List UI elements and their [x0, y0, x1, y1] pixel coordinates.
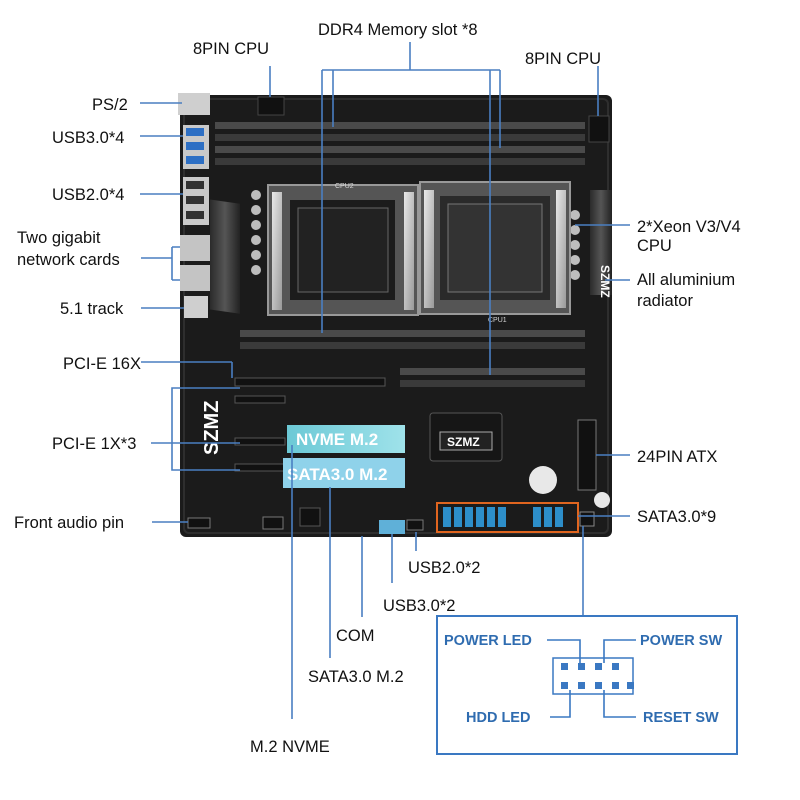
pinout-reset-sw: RESET SW [643, 710, 719, 726]
cmos-battery [529, 466, 557, 494]
label-sata-m2: SATA3.0 M.2 [308, 668, 404, 686]
cpu-8pin-right [588, 115, 610, 143]
label-usb30x2: USB3.0*2 [383, 597, 455, 615]
front-panel-pinout: POWER LED POWER SW HDD LED RESET SW [436, 615, 738, 755]
label-gigabit-line2: network cards [17, 251, 120, 269]
label-gigabit-line1: Two gigabit [17, 229, 101, 247]
cpu2-silk: CPU2 [335, 183, 354, 190]
atx-24pin [577, 419, 597, 491]
label-ddr4: DDR4 Memory slot *8 [318, 21, 478, 39]
board-brand-vertical: SZMZ [201, 401, 223, 455]
usb30-header [379, 520, 405, 534]
pinout-lines [547, 639, 636, 718]
buzzer [594, 492, 610, 508]
com-header [262, 516, 284, 530]
sata-highlight [436, 502, 579, 533]
chipset-brand: SZMZ [447, 435, 480, 449]
label-ps2: PS/2 [92, 96, 128, 114]
usb20-tongue-3 [186, 211, 204, 219]
pcie-slots [234, 377, 386, 472]
label-sata9: SATA3.0*9 [637, 508, 716, 526]
label-pcie16: PCI-E 16X [63, 355, 141, 373]
label-com: COM [336, 627, 375, 645]
usb20-tongue-1 [186, 181, 204, 189]
usb20-header [406, 519, 424, 531]
m2-nvme-slot [287, 425, 405, 453]
usb30-tongue-3 [186, 156, 204, 164]
label-usb30x4: USB3.0*4 [52, 129, 124, 147]
m2-sata-slot [283, 458, 405, 488]
pinout-pins [561, 663, 634, 689]
rear-io [178, 93, 210, 318]
cpu1-silk: CPU1 [488, 317, 507, 324]
m2-sata-text: SATA3.0 M.2 [287, 465, 387, 484]
callout-lines [140, 42, 630, 719]
label-alu-line2: radiator [637, 292, 693, 310]
pcie-1x-slot-1 [234, 395, 286, 404]
cpu-socket-2: CPU2 [267, 183, 419, 316]
ps2-port [178, 93, 210, 115]
audio-jacks [184, 296, 208, 318]
dimm-slots-top [215, 122, 585, 165]
pcie-1x-slot-2 [234, 437, 286, 446]
pinout-box [436, 615, 738, 755]
label-8pin-right: 8PIN CPU [525, 50, 601, 68]
pinout-hdd-led: HDD LED [466, 710, 530, 726]
lan-port-1 [180, 235, 210, 261]
label-8pin-left: 8PIN CPU [193, 40, 269, 58]
motherboard: SZMZ CPU2 CPU1 [178, 93, 612, 537]
label-usb20x4: USB2.0*4 [52, 186, 124, 204]
debug-led [299, 507, 321, 527]
label-alu-line1: All aluminium [637, 271, 735, 289]
label-track: 5.1 track [60, 300, 124, 318]
vrm-capacitors [251, 190, 580, 280]
labels: DDR4 Memory slot *8 8PIN CPU 8PIN CPU PS… [14, 21, 741, 756]
label-xeon-line2: CPU [637, 237, 672, 255]
front-panel-header [579, 511, 595, 527]
pinout-power-sw: POWER SW [640, 633, 722, 649]
cpu-socket-1: CPU1 [419, 181, 571, 324]
pcie-1x-slot-3 [234, 463, 286, 472]
heatsink-left [210, 199, 240, 314]
label-pcie1: PCI-E 1X*3 [52, 435, 136, 453]
m2-nvme-text: NVME M.2 [296, 430, 378, 449]
label-front-audio: Front audio pin [14, 514, 124, 532]
label-usb20x2: USB2.0*2 [408, 559, 480, 577]
label-m2-nvme: M.2 NVME [250, 738, 330, 756]
usb30-tongue-2 [186, 142, 204, 150]
chipset-logo-plate [439, 431, 493, 451]
front-audio-header [187, 517, 211, 529]
label-xeon-line1: 2*Xeon V3/V4 [637, 218, 741, 236]
usb30-tongue-1 [186, 128, 204, 136]
usb20-tongue-2 [186, 196, 204, 204]
dimm-slots-bottom [240, 330, 585, 387]
pcie-16x-slot [234, 377, 386, 387]
heatsink-brand: SZMZ [598, 265, 612, 298]
cpu-8pin-left [257, 96, 285, 116]
lan-port-2 [180, 265, 210, 291]
heatsink-right [590, 190, 612, 295]
label-atx: 24PIN ATX [637, 448, 717, 466]
sata-ports [443, 507, 563, 527]
pinout-header-outline [552, 657, 634, 695]
pinout-power-led: POWER LED [444, 633, 532, 649]
